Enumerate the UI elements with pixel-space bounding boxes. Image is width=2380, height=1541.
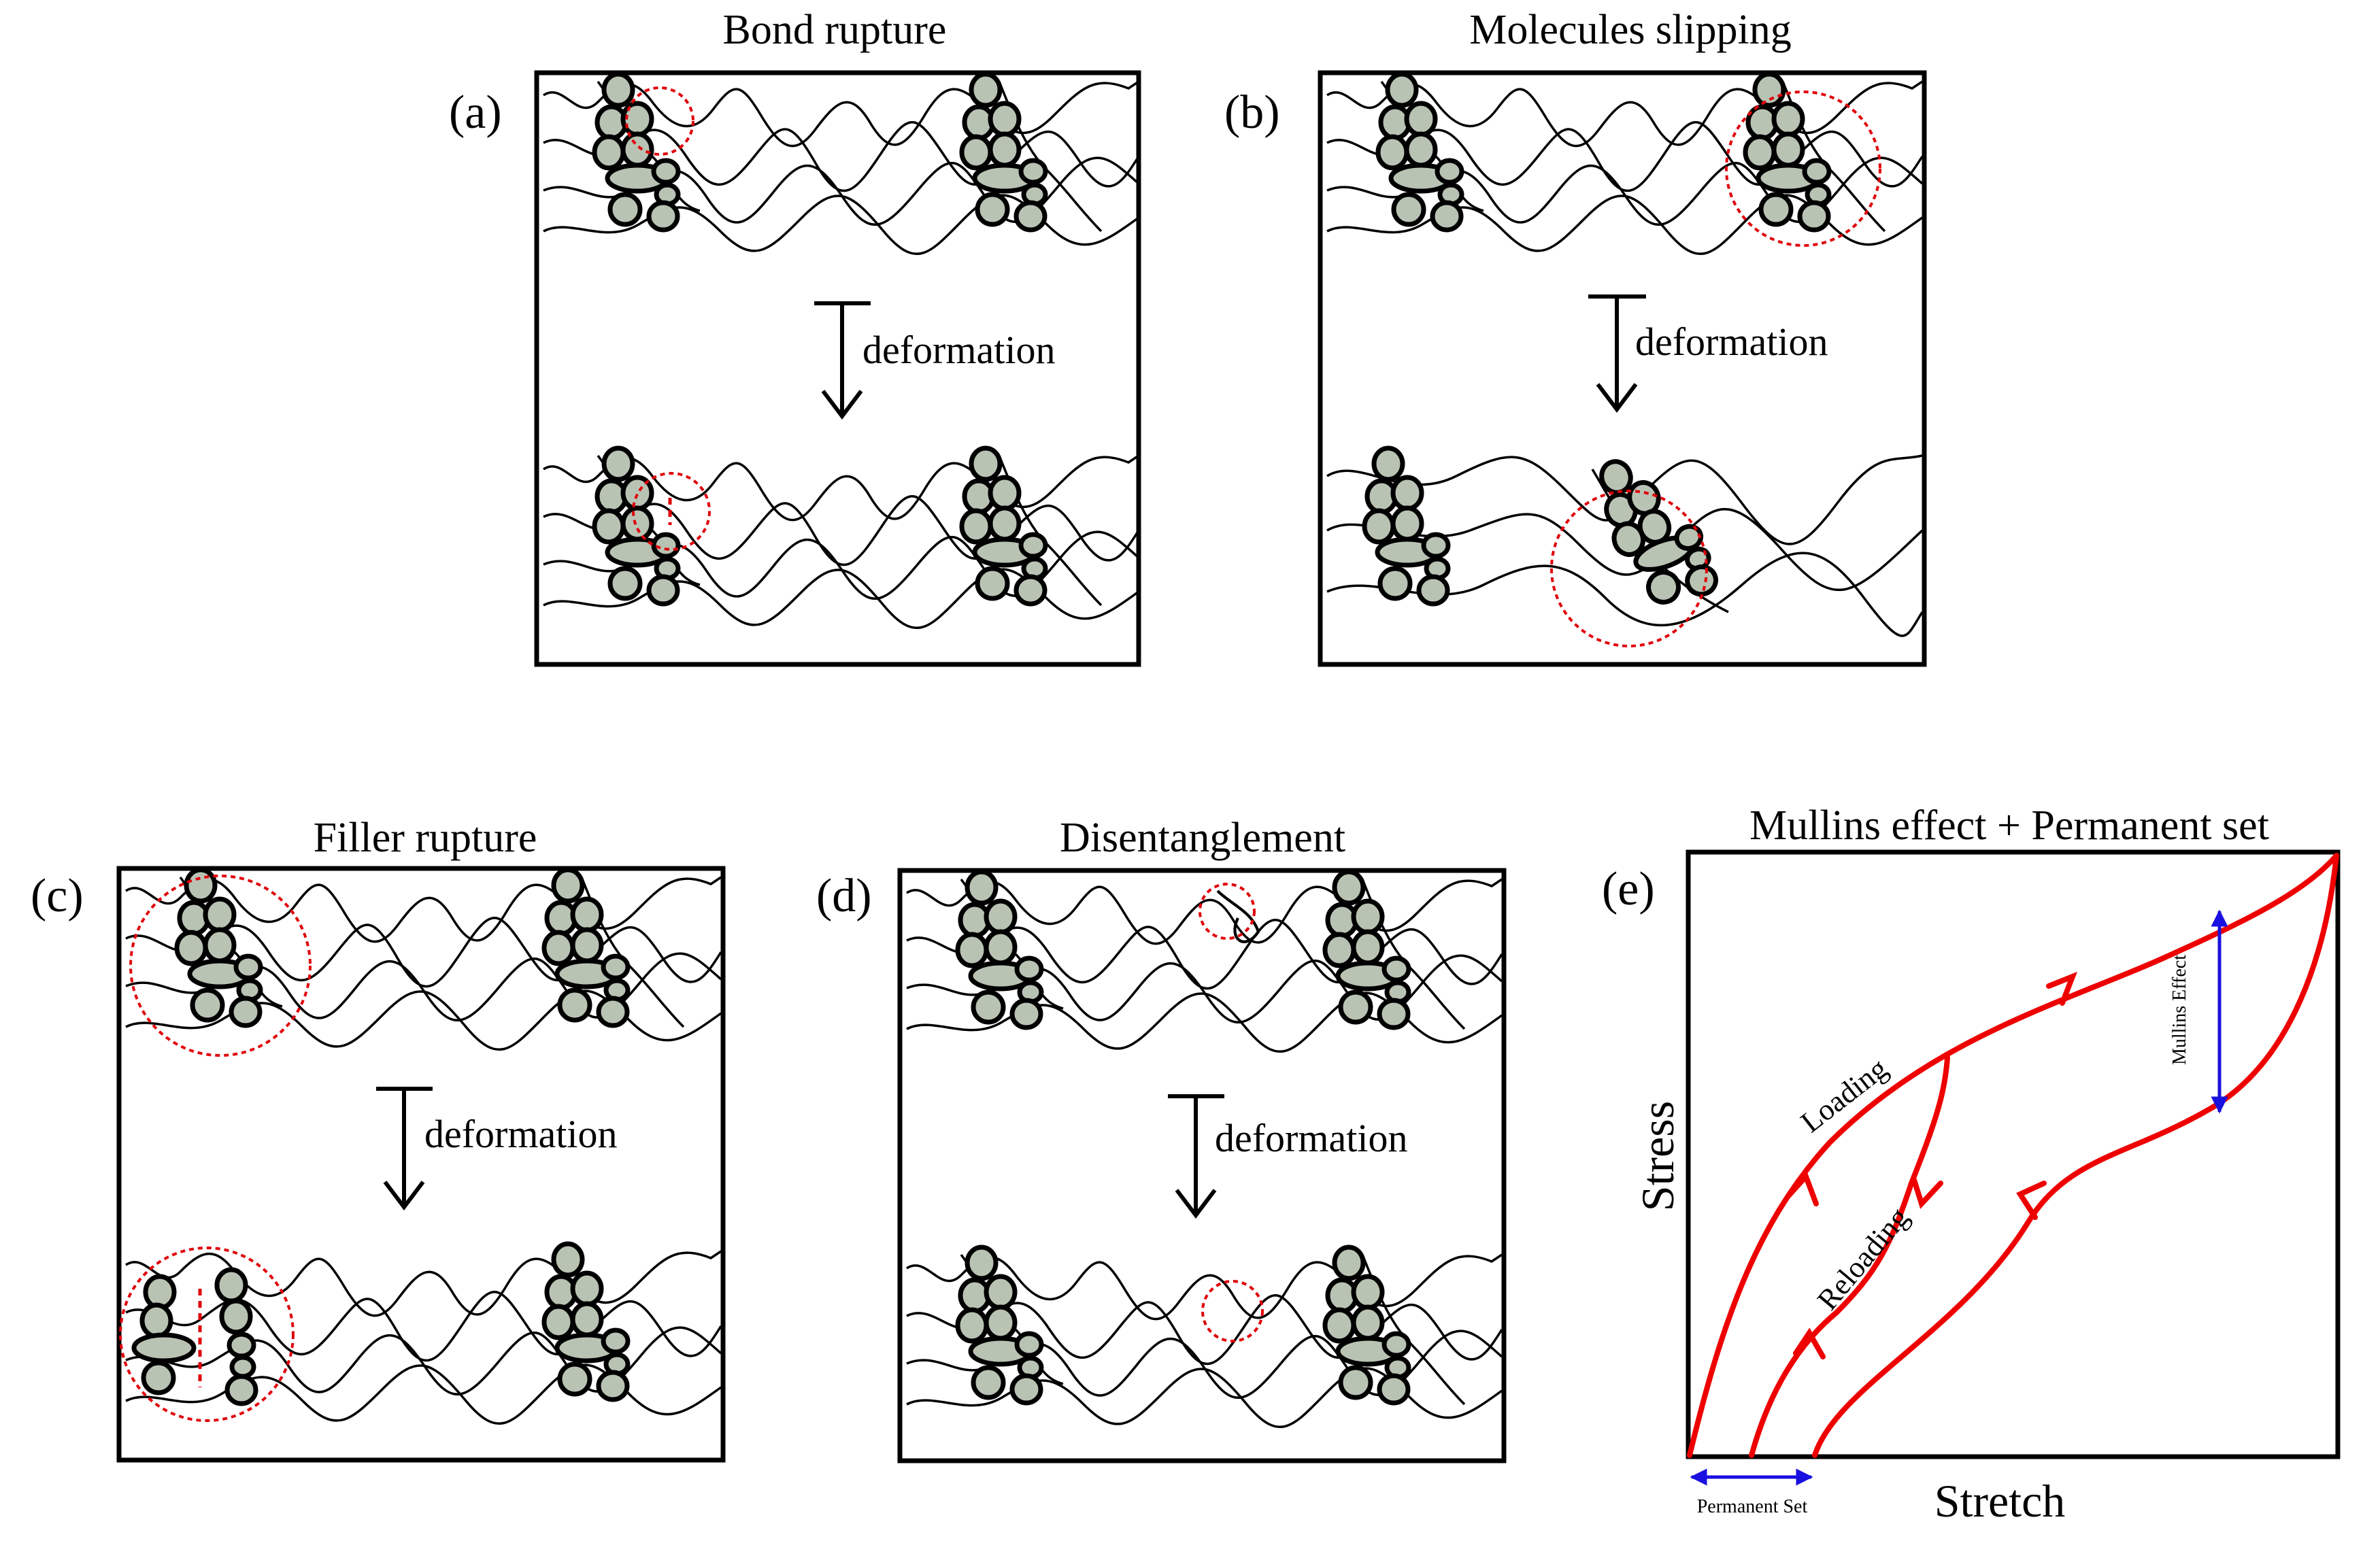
panel-b: Molecules slipping (b) deformation	[1224, 7, 1927, 667]
filler-rupture-highlight	[129, 875, 312, 1057]
reloading-label: Reloading	[1811, 1201, 1915, 1317]
network-before	[126, 870, 721, 1049]
panel-title: Molecules slipping	[1469, 7, 1792, 53]
deformation-arrow	[1168, 1094, 1224, 1219]
deformation-label: deformation	[1635, 320, 1828, 364]
x-axis-label: Stretch	[1934, 1475, 2066, 1527]
panel-frame	[897, 868, 1507, 1463]
panel-label: (e)	[1602, 863, 1655, 915]
deformation-arrow	[1588, 294, 1646, 413]
bond-rupture-highlight	[632, 472, 711, 551]
unloading-curve	[1812, 853, 2339, 1458]
panel-title: Bond rupture	[723, 7, 947, 53]
panel-c: Filler rupture (c)	[31, 815, 726, 1463]
direction-arrowhead	[1911, 1177, 1943, 1209]
network-after	[125, 1244, 722, 1425]
reloading-curve	[1749, 1055, 1950, 1458]
direction-arrowhead	[2016, 1181, 2047, 1220]
y-axis-label: Stress	[1632, 1101, 1683, 1211]
disentangle-highlight	[1201, 1280, 1264, 1342]
permanent-set-label: Permanent Set	[1697, 1496, 1808, 1517]
slipping-highlight	[1725, 90, 1881, 247]
disentangle-highlight	[1199, 883, 1256, 940]
panel-title: Disentanglement	[1060, 815, 1345, 861]
deformation-label: deformation	[862, 328, 1055, 372]
panel-e: Mullins effect + Permanent set (e) Stres…	[1602, 802, 2341, 1527]
slipped-cluster	[1588, 442, 1720, 617]
panel-label: (b)	[1224, 86, 1280, 139]
deformation-label: deformation	[424, 1112, 617, 1156]
slipping-highlight	[1550, 490, 1708, 647]
panel-frame	[1318, 70, 1927, 667]
network-after	[907, 1247, 1502, 1427]
panel-title: Filler rupture	[314, 815, 537, 861]
network-before	[1327, 74, 1922, 254]
direction-arrowhead	[1785, 1171, 1819, 1206]
panel-label: (a)	[449, 86, 502, 139]
deformation-arrow	[376, 1087, 433, 1210]
direction-arrowhead	[1793, 1327, 1826, 1359]
panel-frame	[116, 866, 726, 1463]
deformation-label: deformation	[1215, 1116, 1407, 1160]
graph-title: Mullins effect + Permanent set	[1749, 802, 2269, 849]
panel-a: Bond rupture (a) deformation	[449, 7, 1141, 667]
loading-curve	[1687, 853, 2339, 1458]
plot-frame	[1686, 849, 2341, 1459]
bond-rupture-highlight	[625, 86, 694, 156]
direction-arrowhead	[2046, 971, 2078, 1006]
entanglement-loop	[1216, 890, 1260, 943]
panel-d: Disentanglement (d) deformation	[816, 815, 1507, 1463]
network-after	[543, 448, 1139, 628]
filler-rupture-highlight	[119, 1247, 295, 1422]
deformation-arrow	[814, 301, 871, 420]
mullins-label: Mullins Effect	[2169, 955, 2190, 1065]
panel-frame	[534, 70, 1141, 667]
panel-label: (c)	[31, 870, 84, 922]
split-cluster	[131, 1267, 258, 1406]
panel-label: (d)	[816, 870, 872, 922]
